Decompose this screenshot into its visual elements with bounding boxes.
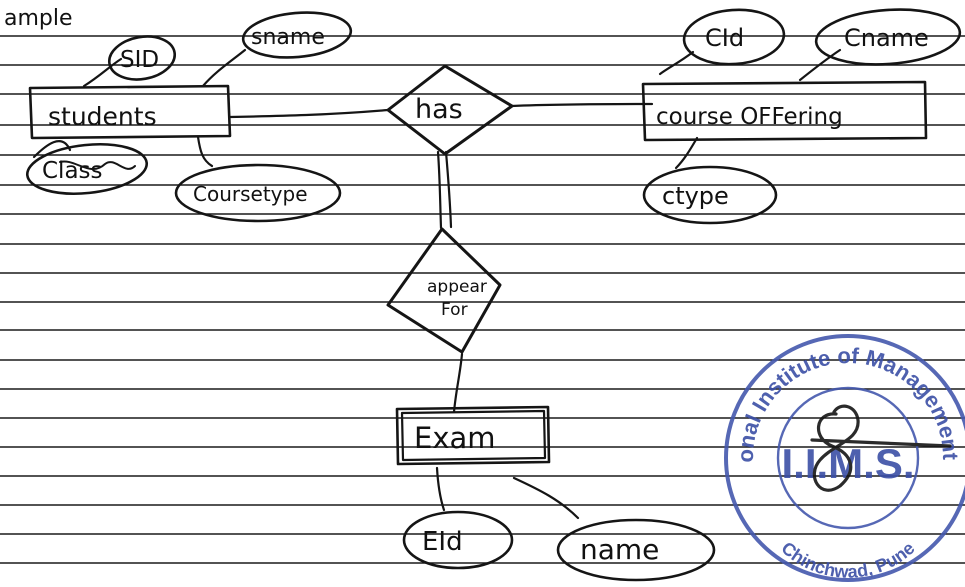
attribute-cid-label: CId bbox=[705, 24, 744, 52]
attribute-cid: CId bbox=[682, 8, 786, 66]
relationship-has: has bbox=[386, 64, 514, 156]
attribute-eid-label: EId bbox=[422, 527, 463, 557]
entity-exam-label: Exam bbox=[414, 421, 496, 455]
relationship-has-label: has bbox=[415, 94, 463, 125]
relationship-appear-for: appear For bbox=[386, 227, 502, 354]
connector-has-appear bbox=[436, 150, 443, 230]
attribute-ctype: ctype bbox=[642, 165, 778, 225]
connector-exam-eid bbox=[435, 466, 446, 512]
connector-appear-exam bbox=[452, 352, 464, 414]
connector-offering-ctype bbox=[674, 136, 699, 170]
connectors bbox=[32, 48, 842, 520]
entity-students-label: students bbox=[48, 102, 157, 131]
ruled-lines bbox=[0, 35, 965, 564]
relationship-appear-label-line2: For bbox=[441, 300, 468, 320]
attribute-sname: sname bbox=[241, 11, 353, 59]
attribute-sname-label: sname bbox=[251, 25, 325, 50]
attribute-class-scribble bbox=[59, 160, 136, 171]
entity-course-offering-label: course OFFering bbox=[656, 104, 843, 130]
attribute-ctype-label: ctype bbox=[662, 182, 729, 210]
stamp-signature bbox=[810, 404, 952, 492]
stamp-bottom-text: Chinchwad, Pune bbox=[778, 538, 919, 582]
connector-has-offering bbox=[510, 102, 654, 108]
attribute-class-label: Class bbox=[42, 158, 103, 184]
entity-exam: Exam bbox=[395, 405, 551, 466]
connector-cid-offering bbox=[658, 50, 695, 76]
attribute-name: name bbox=[556, 518, 716, 582]
attribute-eid: EId bbox=[402, 510, 514, 570]
attribute-coursetype-label: Coursetype bbox=[193, 182, 308, 206]
attribute-coursetype: Coursetype bbox=[174, 163, 342, 223]
attribute-sid: SID bbox=[107, 35, 177, 81]
relationship-appear-label-line1: appear bbox=[427, 277, 487, 297]
connector-sname-students bbox=[201, 48, 247, 88]
connector-class-students bbox=[32, 140, 72, 159]
stamp-center-text: I.I.M.S. bbox=[781, 440, 914, 487]
connector-cname-offering bbox=[798, 48, 842, 82]
connector-students-has bbox=[228, 108, 390, 119]
header-text: ample bbox=[4, 6, 73, 31]
connector-sid-students bbox=[82, 57, 123, 88]
entity-course-offering: course OFFering bbox=[641, 80, 928, 142]
connector-has-appear-second bbox=[444, 150, 453, 229]
attribute-cname: Cname bbox=[814, 8, 962, 66]
attribute-name-label: name bbox=[580, 533, 659, 566]
connector-coursetype-students bbox=[196, 135, 214, 168]
attribute-cname-label: Cname bbox=[844, 24, 929, 52]
connector-exam-name bbox=[512, 476, 580, 520]
attribute-sid-label: SID bbox=[120, 47, 159, 73]
entity-students: students bbox=[28, 84, 232, 140]
attribute-class: Class bbox=[25, 143, 149, 195]
